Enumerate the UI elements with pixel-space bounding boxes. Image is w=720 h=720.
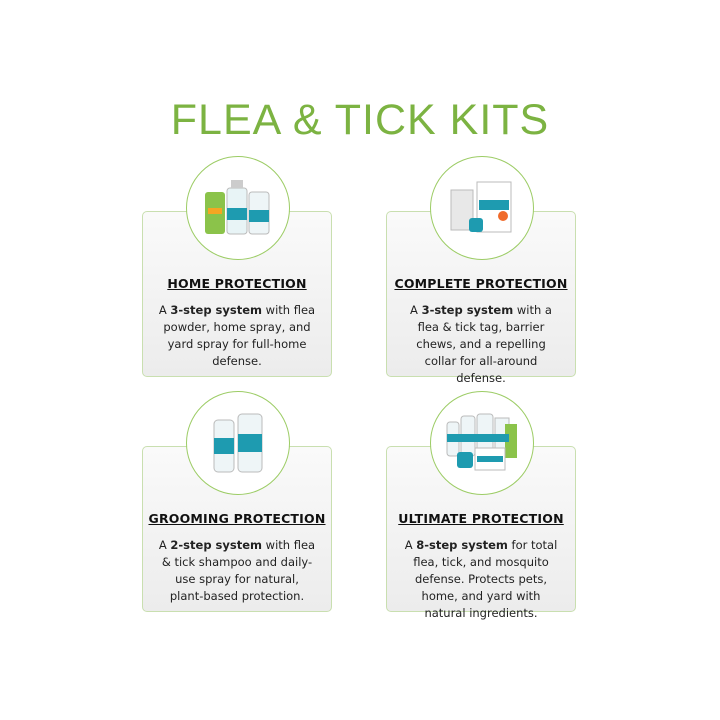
kit-description: A 8-step system for total flea, tick, an… <box>404 538 558 620</box>
kit-description: A 3-step system with a flea & tick tag, … <box>410 303 552 385</box>
complete-protection-products-image <box>430 156 534 260</box>
kit-description: A 2-step system with flea & tick shampoo… <box>158 538 316 603</box>
kit-description: A 3-step system with flea powder, home s… <box>158 303 316 368</box>
kit-title: HOME PROTECTION <box>167 276 307 291</box>
grooming-protection-products-image <box>186 391 290 495</box>
page-title: FLEA & TICK KITS <box>170 96 550 144</box>
kit-title: COMPLETE PROTECTION <box>394 276 568 291</box>
ultimate-protection-products-image <box>430 391 534 495</box>
kit-title: GROOMING PROTECTION <box>148 511 326 526</box>
kit-title: ULTIMATE PROTECTION <box>398 511 564 526</box>
home-protection-products-image <box>186 156 290 260</box>
kit-card-complete[interactable]: COMPLETE PROTECTION A 3-step system with… <box>386 211 576 385</box>
